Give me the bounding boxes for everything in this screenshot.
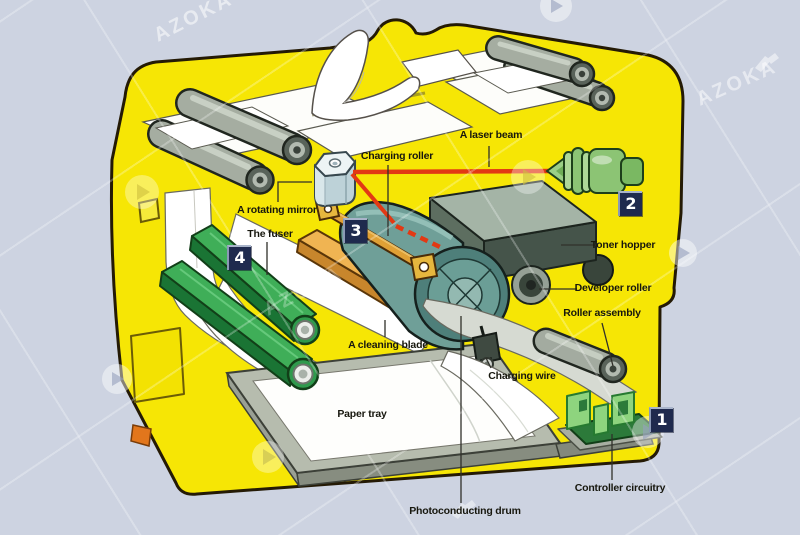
watermark-logo — [511, 160, 545, 194]
laser-beam-path — [350, 168, 552, 250]
step-badge-1: 1 — [649, 407, 673, 432]
label-charging-wire: Charging wire — [488, 370, 556, 382]
paper-band-right — [422, 298, 638, 405]
label-roller-assembly: Roller assembly — [563, 307, 641, 319]
label-developer-roller: Developer roller — [574, 282, 652, 294]
watermark-logo — [252, 441, 284, 473]
label-paper-tray: Paper tray — [337, 408, 387, 420]
step-badge-3: 3 — [343, 218, 367, 243]
fuser-unit — [159, 224, 321, 391]
label-charging-roller: Charging roller — [360, 150, 434, 162]
label-rotating-mirror: A rotating mirror — [237, 204, 317, 216]
watermark-text: AZOKA — [150, 0, 237, 46]
label-cleaning-blade: A cleaning blade — [348, 339, 428, 351]
feed-rollers-left — [147, 88, 313, 195]
rotating-mirror-part — [313, 150, 357, 208]
label-fuser: The fuser — [247, 228, 293, 240]
label-toner-hopper: Toner hopper — [590, 239, 656, 251]
label-controller-circuitry: Controller circuitry — [574, 482, 666, 494]
label-laser-beam: A laser beam — [459, 129, 523, 141]
watermark-logo — [125, 175, 159, 209]
side-door — [130, 327, 185, 403]
step-badge-4: 4 — [227, 245, 251, 270]
controller-circuitry-part — [557, 390, 663, 451]
curled-paper — [311, 29, 421, 121]
watermark-logo — [669, 239, 697, 267]
exit-paper — [311, 29, 478, 121]
watermark-book-glyph — [452, 500, 476, 519]
leader-lines — [266, 146, 614, 503]
label-photoconducting-drum: Photoconducting drum — [409, 505, 521, 517]
step-badge-2: 2 — [618, 191, 642, 216]
laser-emitter-part — [545, 147, 644, 195]
orange-tab — [130, 424, 152, 447]
watermark-logo — [540, 0, 572, 22]
developer-roller-part — [511, 265, 551, 305]
roller-assembly-part — [422, 298, 638, 405]
watermark-logo — [102, 364, 132, 394]
feed-rollers-right — [472, 35, 616, 112]
side-handle — [137, 197, 161, 224]
watermark-book-glyph — [755, 53, 779, 72]
